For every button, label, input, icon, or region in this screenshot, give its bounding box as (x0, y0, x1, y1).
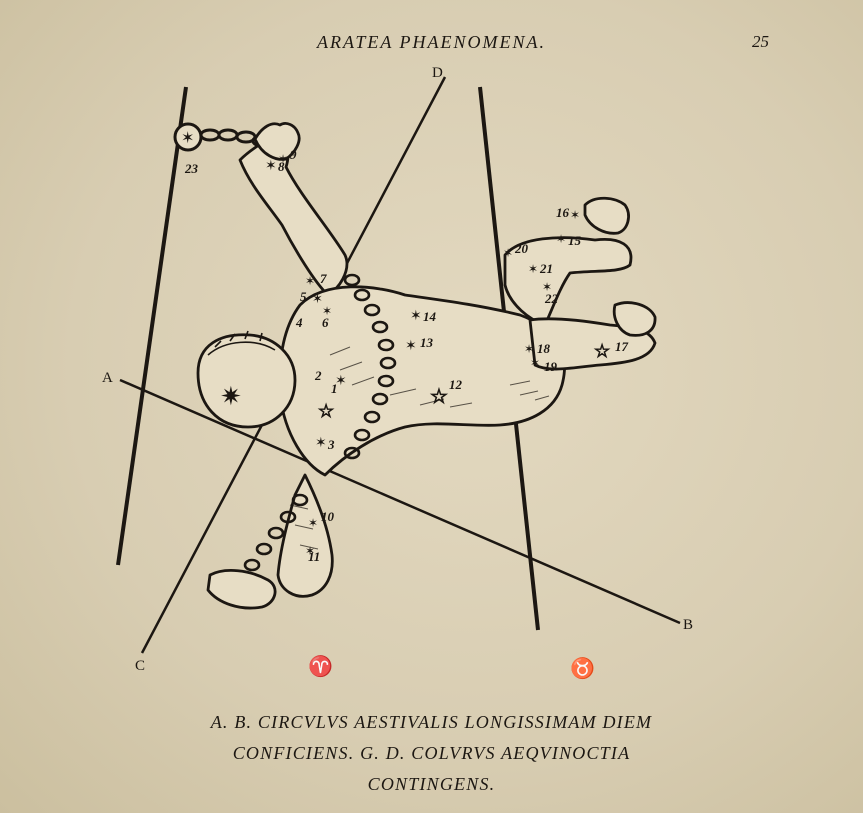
body-chain (243, 273, 397, 572)
figure-caption: A. B. CIRCVLVS AESTIVALIS LONGISSIMAM DI… (0, 707, 863, 800)
star-number-22: 22 (544, 291, 559, 306)
label-d: D (432, 65, 443, 81)
star-3: ✶ (315, 436, 327, 451)
head (196, 333, 297, 429)
bleed-line: Erigitur media iam ex expone solis tum (745, 502, 863, 526)
bleed-line: Quatuor est prieris hæc forma in simul (745, 430, 863, 454)
lower-arm (276, 473, 334, 598)
star-number-7: 7 (320, 271, 327, 286)
star-number-3: 3 (327, 437, 335, 452)
bleed-through-text: ALVVS10 RVRSVS odoratæ qua vertex se eaA… (745, 70, 863, 813)
star-9: ✶ (278, 152, 288, 166)
star-number-17: 17 (615, 339, 629, 354)
star-number-14: 14 (423, 309, 437, 324)
caption-line-2: CONFICIENS. G. D. COLVRVS AEQVINOCTIA (232, 743, 631, 763)
star-11: ✶ (305, 544, 315, 558)
laurel-wreath (207, 330, 276, 356)
star-number-1: 1 (331, 381, 338, 396)
bleed-line: Ipsa subsidens stellis auro aureis (745, 190, 863, 214)
label-b: B (683, 617, 693, 633)
label-c: C (135, 658, 145, 674)
bleed-line: Non quod superis ob solidi & at genere a… (745, 478, 863, 502)
bleed-line: Nunc Eaut iam voce sem (745, 526, 863, 550)
star-10: ✶ (308, 516, 318, 530)
star-1: ☆ (318, 401, 334, 421)
lower-hand (206, 569, 277, 610)
star-number-19: 19 (544, 359, 558, 374)
aries-sign: ♈ (308, 654, 333, 678)
bleed-through-lines: ALVVS10 RVRSVS odoratæ qua vertex se eaA… (745, 70, 863, 574)
star-20: ✶ (503, 246, 513, 260)
taurus-sign: ♉ (570, 656, 595, 680)
star-19: ✶ (530, 356, 540, 370)
bleed-line: Sed non & capite multa tibi ob spectans (745, 334, 863, 358)
left-boundary-line (116, 86, 188, 566)
page-number: 25 (752, 32, 769, 51)
star-number-8: 8 (278, 159, 285, 174)
upper-foot (583, 196, 630, 235)
bleed-line: Plurimus ignis in figure ipsum ab altern… (745, 310, 863, 334)
star-22: ✶ (542, 280, 552, 294)
star-7: ✶ (305, 274, 315, 288)
star-2: ✶ (335, 374, 347, 389)
caption-line-3: CONTINGENS. (367, 774, 496, 794)
star-number-6: 6 (322, 315, 329, 330)
bleed-line: Virginis, tunc tua vice surge ra (745, 166, 863, 190)
bleed-line: Aspectu obliqua pasque ferumque (745, 286, 863, 310)
torso (278, 285, 566, 477)
bleed-line: Corripit simul lamine e hinc equi intege… (745, 454, 863, 478)
bleed-line: Alarus Equi, qui quæ sufflexo vertice pl… (745, 142, 863, 166)
star-number-9: 9 (290, 147, 297, 162)
star-5: ✶ (312, 291, 323, 306)
bleed-line: I angue in arce in vultum dissidens (745, 382, 863, 406)
star-number-2: 2 (314, 368, 322, 383)
star-12: ☆ (430, 386, 448, 408)
stars: ✶ ✶ ✶ ✷ ✶ ✶ ✶ ✶ ☆ ✶ ✶ ✶ ☆ ✶ ✶ ✶ ✶ ✶ ✶ ✶ (181, 130, 611, 558)
star-14: ✶ (410, 309, 422, 324)
andromeda-figure (196, 122, 657, 610)
lower-foot (612, 301, 657, 337)
star-number-4: 4 (295, 315, 303, 330)
star-8: ✶ (265, 159, 277, 174)
shading-hatch (289, 346, 550, 550)
bleed-line: Vltima qui membro forte ex hac stu (745, 406, 863, 430)
star-15: ✶ (556, 232, 566, 246)
star-number-18: 18 (537, 341, 551, 356)
bleed-line: 10 RVRSVS odoratæ qua vertex se ea (745, 94, 863, 118)
running-title: ARATEA PHAENOMENA. (317, 32, 546, 52)
tropic-line-ab (119, 378, 681, 625)
raised-hand (253, 122, 301, 161)
star-21: ✶ (528, 262, 538, 276)
star-number-labels: 1 2 3 4 5 6 7 8 9 10 11 12 13 14 15 16 1… (184, 147, 629, 564)
star-13: ✶ (405, 339, 417, 354)
star-number-12: 12 (449, 377, 463, 392)
star-number-13: 13 (420, 335, 434, 350)
bleed-line: Communis tum nota noxa (745, 238, 863, 262)
star-number-16: 16 (556, 205, 570, 220)
star-23: ✶ (181, 130, 194, 147)
star-number-10: 10 (321, 509, 335, 524)
star-18: ✶ (524, 342, 534, 356)
star-number-11: 11 (308, 549, 320, 564)
star-17: ☆ (594, 341, 610, 361)
star-head: ✷ (220, 382, 242, 411)
bleed-line: Inclinatque vicis caduca cum uente, (745, 550, 863, 574)
bleed-line: Andromedæ capiti succedit figura in dis … (745, 118, 863, 142)
star-number-21: 21 (539, 261, 553, 276)
label-a: A (102, 370, 113, 386)
star-16: ✶ (570, 208, 580, 222)
star-number-23: 23 (184, 161, 199, 176)
bleed-line: Tres latera at quo gurgite simplice (745, 262, 863, 286)
andromeda-constellation-woodcut: ✶ ✶ ✶ ✷ ✶ ✶ ✶ ✶ ☆ ✶ ✶ ✶ ☆ ✶ ✶ ✶ ✶ ✶ ✶ ✶ (102, 65, 693, 680)
star-number-5: 5 (300, 289, 307, 304)
star-6: ✶ (322, 304, 332, 318)
star-number-20: 20 (514, 241, 529, 256)
woodcut-figure: ✶ ✶ ✶ ✷ ✶ ✶ ✶ ✶ ☆ ✶ ✶ ✶ ☆ ✶ ✶ ✶ ✶ ✶ ✶ ✶ (90, 55, 730, 705)
bleed-line: Corruptaque sub tua limina terris (745, 214, 863, 238)
star-number-15: 15 (568, 233, 582, 248)
bleed-heading: ALVVS (745, 70, 863, 94)
bleed-line: Quamquam procerdentes ab a maxima (745, 358, 863, 382)
caption-line-1: A. B. CIRCVLVS AESTIVALIS LONGISSIMAM DI… (210, 712, 653, 732)
